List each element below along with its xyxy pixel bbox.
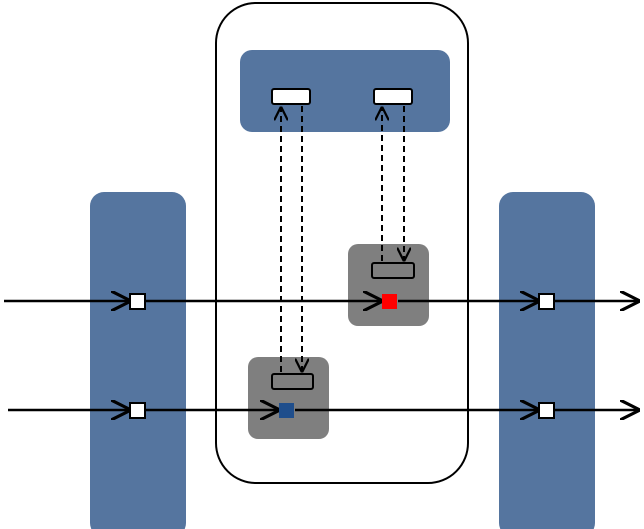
top-panel-port-right xyxy=(373,88,413,105)
lower-right-port xyxy=(538,402,555,419)
right-column xyxy=(499,192,595,529)
lower-navy-port xyxy=(279,403,294,418)
upper-left-port xyxy=(129,293,146,310)
lower-left-port xyxy=(129,402,146,419)
top-panel xyxy=(240,50,450,132)
upper-red-port xyxy=(382,294,397,309)
lower-gray-box-port xyxy=(271,373,314,390)
left-column xyxy=(90,192,186,529)
lower-gray-box xyxy=(248,357,329,439)
upper-gray-box xyxy=(348,244,429,326)
upper-right-port xyxy=(538,293,555,310)
top-panel-port-left xyxy=(271,88,311,105)
central-container xyxy=(215,2,469,484)
upper-gray-box-port xyxy=(371,262,415,279)
